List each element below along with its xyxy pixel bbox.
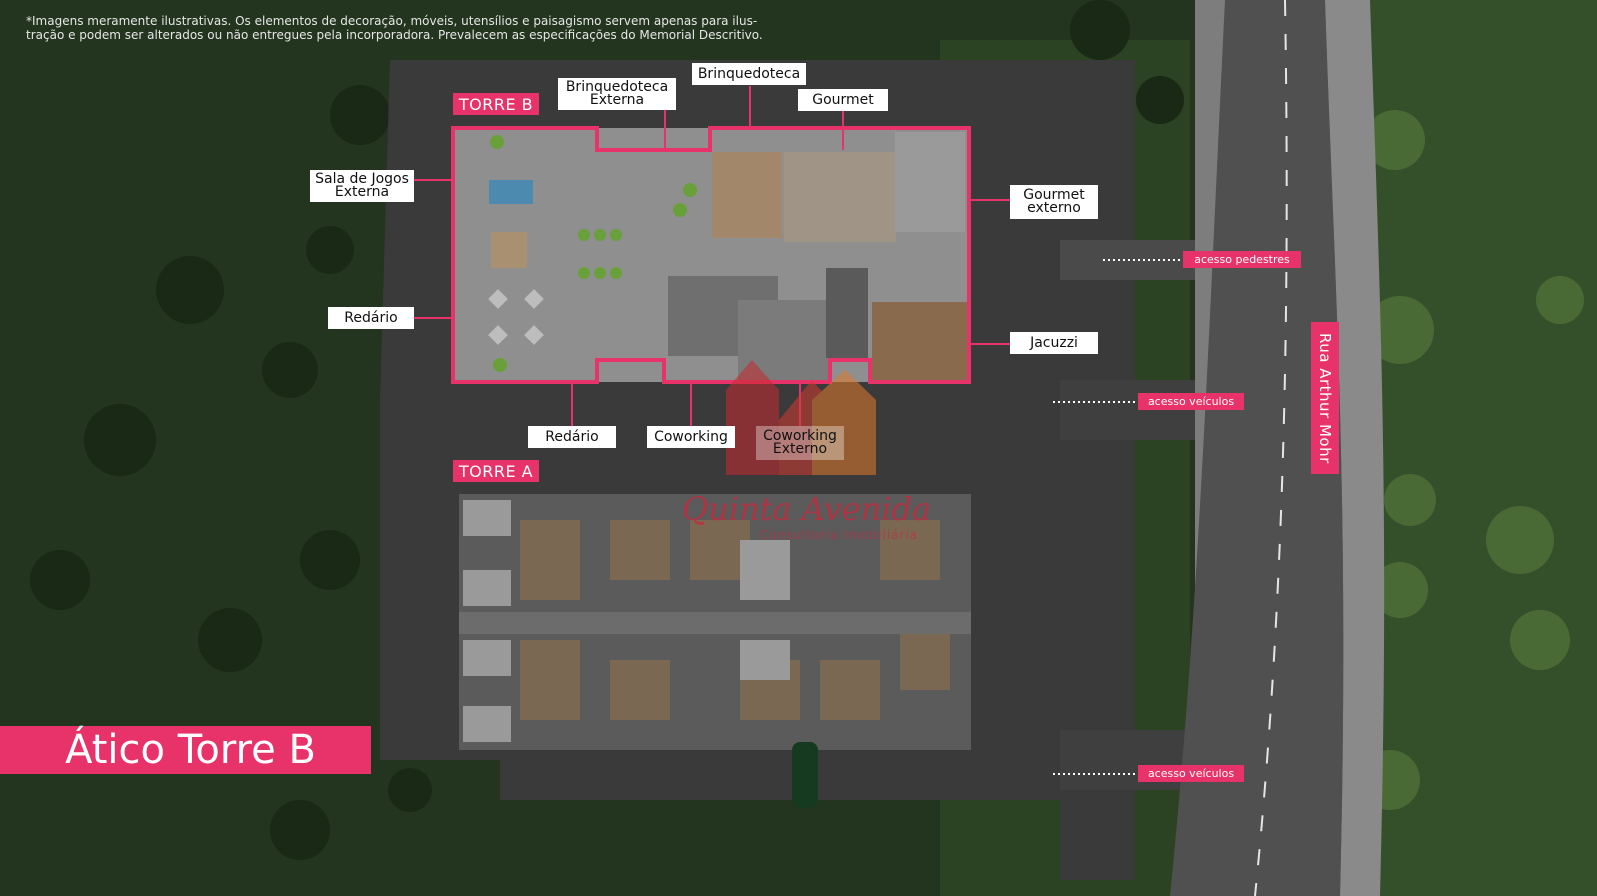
label-gourmet: Gourmet	[798, 89, 888, 111]
label-jacuzzi: Jacuzzi	[1010, 332, 1098, 354]
tree	[30, 550, 90, 610]
tree	[1384, 474, 1436, 526]
brinquedoteca-room	[712, 152, 782, 238]
label-line: externo	[1027, 200, 1081, 216]
tree	[1136, 76, 1184, 124]
tree	[300, 530, 360, 590]
label-line: Externa	[589, 92, 645, 108]
label-redario-left: Redário	[328, 307, 414, 329]
tree	[1366, 296, 1434, 364]
sandbox	[491, 232, 527, 268]
gourmet-externo-deck	[895, 132, 965, 232]
trees	[30, 0, 1184, 860]
tree	[1070, 0, 1130, 60]
road-lane-marks	[1254, 0, 1288, 896]
label-gourmet-externo: Gourmet externo	[1010, 185, 1098, 219]
road-name-tag: Rua Arthur Mohr	[1311, 322, 1339, 474]
stair-core	[826, 268, 868, 358]
corridor	[459, 612, 971, 634]
tree	[330, 85, 390, 145]
access-veiculos-tag: acesso veículos	[1138, 393, 1244, 410]
label-coworking: Coworking	[647, 426, 735, 448]
label-redario-bottom: Redário	[528, 426, 616, 448]
tree	[1372, 562, 1428, 618]
hammocks	[488, 289, 544, 345]
tree	[306, 226, 354, 274]
access-veiculos-tag: acesso veículos	[1138, 765, 1244, 782]
torre-a-rooms	[463, 500, 790, 742]
trees-right	[1360, 110, 1584, 810]
label-line: Externo	[772, 441, 828, 457]
torre-b-outline	[451, 126, 971, 384]
label-connectors	[414, 86, 1010, 426]
sidewalk	[1325, 0, 1385, 896]
tree	[388, 768, 432, 812]
gourmet-room	[784, 152, 896, 242]
watermark-brand: Quinta Avenida	[682, 490, 932, 528]
plants	[490, 135, 697, 372]
torre-b-tag: TORRE B	[453, 93, 539, 115]
ping-pong-table	[489, 180, 533, 204]
label-line: Externa	[334, 184, 390, 200]
label-coworking-externo: Coworking Externo	[756, 426, 844, 460]
tree	[1365, 110, 1425, 170]
tree	[1536, 276, 1584, 324]
label-line: Coworking	[763, 428, 837, 444]
lane-line	[1254, 0, 1288, 896]
page-title: Ático Torre B	[0, 726, 371, 774]
driveway	[1060, 380, 1195, 440]
label-line: Gourmet	[1023, 187, 1085, 203]
access-pedestres-tag: acesso pedestres	[1183, 251, 1301, 268]
tree	[198, 608, 262, 672]
watermark-sub: Consultoria Imobiliária	[760, 528, 919, 542]
label-line: Sala de Jogos	[315, 171, 409, 187]
tree	[84, 404, 156, 476]
road	[1170, 0, 1344, 896]
disclaimer: *Imagens meramente ilustrativas. Os elem…	[26, 14, 786, 42]
watermark-logo	[726, 360, 876, 475]
label-brinquedoteca-externa: Brinquedoteca Externa	[558, 78, 676, 110]
tree	[156, 256, 224, 324]
access-connectors	[1053, 259, 1183, 775]
disclaimer-line: tração e podem ser alterados ou não entr…	[26, 28, 763, 42]
jacuzzi-deck	[872, 302, 967, 380]
tree	[262, 342, 318, 398]
label-brinquedoteca: Brinquedoteca	[692, 63, 806, 85]
driveway	[1060, 240, 1195, 280]
tree	[1486, 506, 1554, 574]
disclaimer-line: *Imagens meramente ilustrativas. Os elem…	[26, 14, 758, 28]
tree	[1510, 610, 1570, 670]
tree	[270, 800, 330, 860]
parked-car	[792, 742, 818, 808]
road-name: Rua Arthur Mohr	[1316, 332, 1334, 464]
label-sala-de-jogos-externa: Sala de Jogos Externa	[310, 170, 414, 202]
torre-a-tag: TORRE A	[453, 460, 539, 482]
label-line: Brinquedoteca	[565, 79, 669, 95]
